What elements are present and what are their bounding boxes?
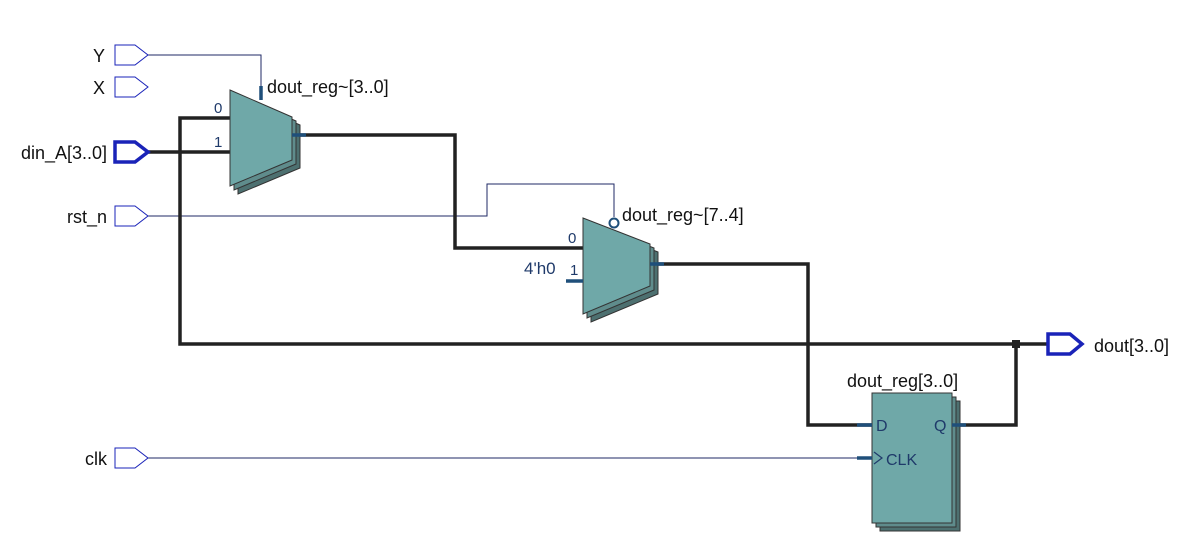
- block-name: dout_reg[3..0]: [847, 371, 958, 392]
- wire-y-to-mux1-sel[interactable]: [148, 54, 262, 90]
- input-port-rst-n[interactable]: rst_n: [67, 205, 149, 228]
- clock-edge-icon: [873, 451, 883, 465]
- register-body: [871, 392, 953, 524]
- wire-rst-n-to-mux2-sel[interactable]: [148, 183, 615, 217]
- bus-mux2-out-to-reg-d[interactable]: [650, 262, 872, 427]
- block-name: dout_reg~[3..0]: [267, 77, 389, 98]
- input-port-y[interactable]: Y: [93, 44, 149, 66]
- mux-dout-reg-7-4[interactable]: 0 1 4'h0 dout_reg~[7..4]: [524, 205, 744, 323]
- mux-dout-reg-3-0[interactable]: 0 1 dout_reg~[3..0]: [214, 77, 389, 195]
- pin-label-q: Q: [934, 418, 946, 435]
- output-port-dout[interactable]: dout[3..0]: [1046, 332, 1169, 356]
- port-label: clk: [85, 449, 108, 469]
- pin-label-0: 0: [214, 100, 222, 117]
- port-arrow-icon: [114, 205, 149, 227]
- pin-label-1: 1: [570, 262, 578, 279]
- bus-wires: [148, 116, 1048, 427]
- mux-body: [229, 89, 293, 187]
- port-label: rst_n: [67, 207, 107, 228]
- port-arrow-icon: [114, 447, 149, 469]
- constant-label: 4'h0: [524, 259, 556, 278]
- input-port-din-a[interactable]: din_A[3..0]: [21, 140, 151, 164]
- input-port-clk[interactable]: clk: [85, 447, 149, 469]
- bus-port-arrow-icon: [1046, 332, 1085, 356]
- pin-label-d: D: [876, 418, 888, 435]
- inverter-bubble-icon: [608, 217, 620, 229]
- pin-label-0: 0: [568, 230, 576, 247]
- bus-junction-dot: [1012, 340, 1020, 348]
- input-port-x[interactable]: X: [93, 76, 149, 98]
- port-label: X: [93, 78, 105, 98]
- bus-feedback-to-mux1-in0[interactable]: [178, 116, 1016, 346]
- block-name: dout_reg~[7..4]: [622, 205, 744, 226]
- pin-label-1: 1: [214, 134, 222, 151]
- signal-wires: [148, 54, 872, 459]
- register-dout-reg-3-0[interactable]: D Q CLK dout_reg[3..0]: [847, 371, 966, 532]
- port-arrow-icon: [114, 44, 149, 66]
- bus-mux1-out-to-mux2-in0[interactable]: [292, 133, 583, 250]
- pin-label-clk: CLK: [886, 452, 917, 469]
- port-arrow-icon: [114, 76, 149, 98]
- port-label: din_A[3..0]: [21, 143, 107, 164]
- bus-port-arrow-icon: [113, 140, 151, 164]
- bus-reg-q-to-dout[interactable]: [952, 342, 1048, 427]
- port-label: Y: [93, 46, 105, 66]
- port-label: dout[3..0]: [1094, 336, 1169, 356]
